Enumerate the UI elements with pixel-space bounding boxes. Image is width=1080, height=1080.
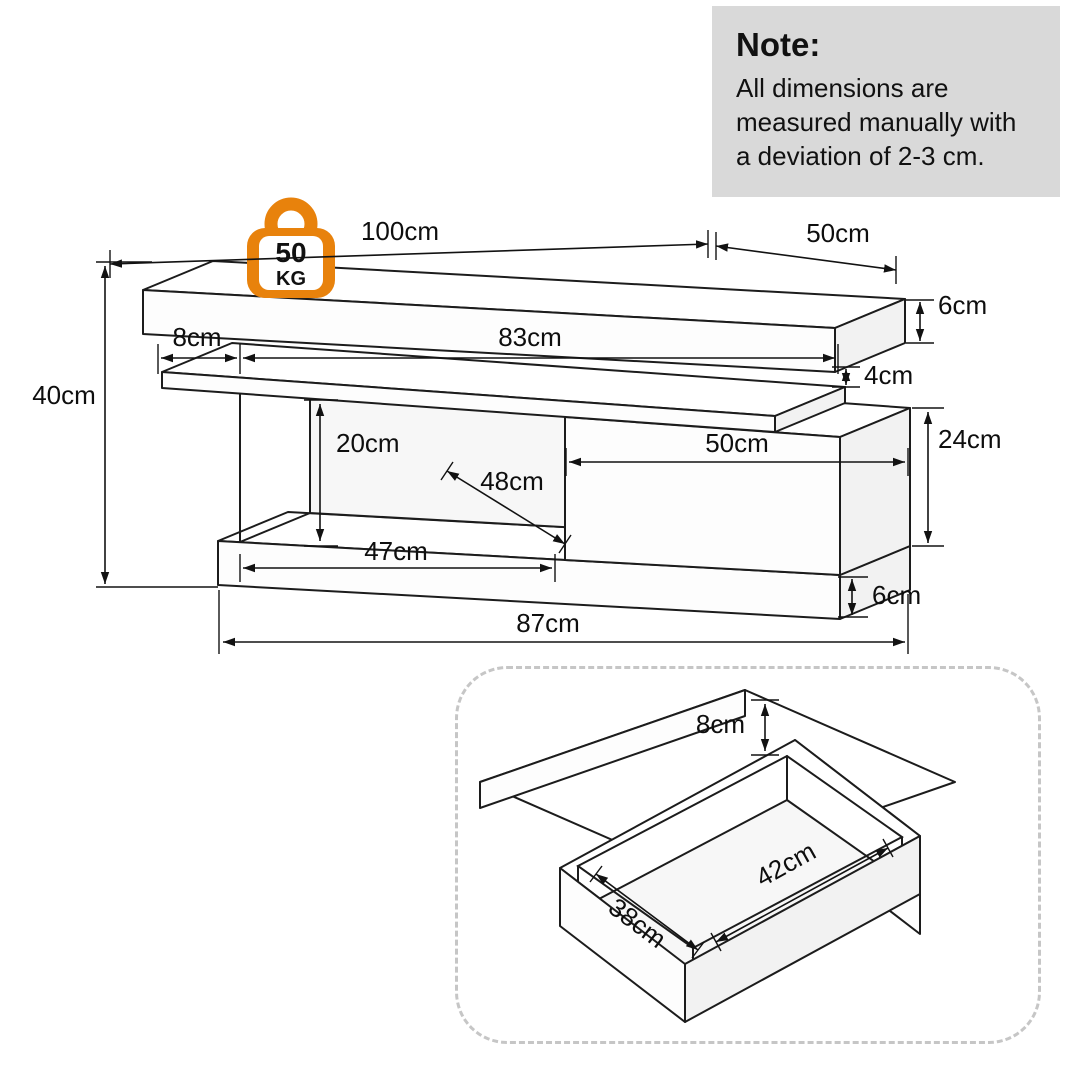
dimension-label: 87cm [516,608,580,638]
dimension-label: 8cm [172,322,221,352]
dim-base-thickness: 6cm [838,576,921,618]
dim-led-gap: 4cm [832,360,913,390]
dim-opening-depth: 48cm [440,461,572,554]
drawer-right-face [839,407,911,576]
dim-shelf-row: 8cm 83cm [157,322,839,374]
dimension-line [715,847,889,943]
compartment-bottom-left-diagonal [239,512,311,543]
dimension-label: 50cm [806,218,870,248]
dim-opening-width: 47cm [239,536,556,582]
dim-opening-height: 20cm [304,399,400,547]
dim-top-length: 100cm [109,216,709,278]
dimension-label: 6cm [938,290,987,320]
weight-capacity-badge: 50 KG [247,197,335,298]
shelf-front-face [161,371,776,433]
detail-tabletop-edge-face [479,689,746,809]
dim-cabinet-height: 24cm [912,407,1002,547]
dimension-label: 20cm [336,428,400,458]
dim-top-thickness: 6cm [906,290,987,344]
dimension-line [595,873,699,951]
weight-value: 50 [275,237,306,268]
dim-total-height: 40cm [32,261,218,588]
note-box: Note: All dimensions are measured manual… [712,6,1060,198]
note-body: All dimensions are measured manually wit… [736,73,1017,171]
dimension-label: 8cm [696,709,745,739]
drawer-detail-diagram: 8cm 38cm 42cm [479,689,956,1023]
dimension-line [109,240,709,268]
dimension-label: 50cm [705,428,769,458]
dimension-label: 6cm [872,580,921,610]
dimension-label: 40cm [32,380,96,410]
dimension-label: 83cm [498,322,562,352]
dim-drawer-front: 50cm [565,428,909,476]
dim-base-length: 87cm [218,590,909,654]
dimension-label: 24cm [938,424,1002,454]
dimension-label: 47cm [364,536,428,566]
coffee-table-diagram: 50 KG 100cm 50cm 6cm 4 [32,197,1002,654]
tabletop-front-face [142,289,836,373]
dim-drawer-depth: 8cm [696,699,779,756]
dim-top-depth: 50cm [715,218,897,284]
dimension-label: 100cm [361,216,439,246]
dimension-label: 48cm [480,466,544,496]
dimension-line [715,243,897,273]
weight-unit: KG [276,268,306,290]
note-title: Note: [736,26,821,63]
dimension-line [446,470,566,545]
dimension-label: 4cm [864,360,913,390]
drawer-front-face [564,416,841,576]
